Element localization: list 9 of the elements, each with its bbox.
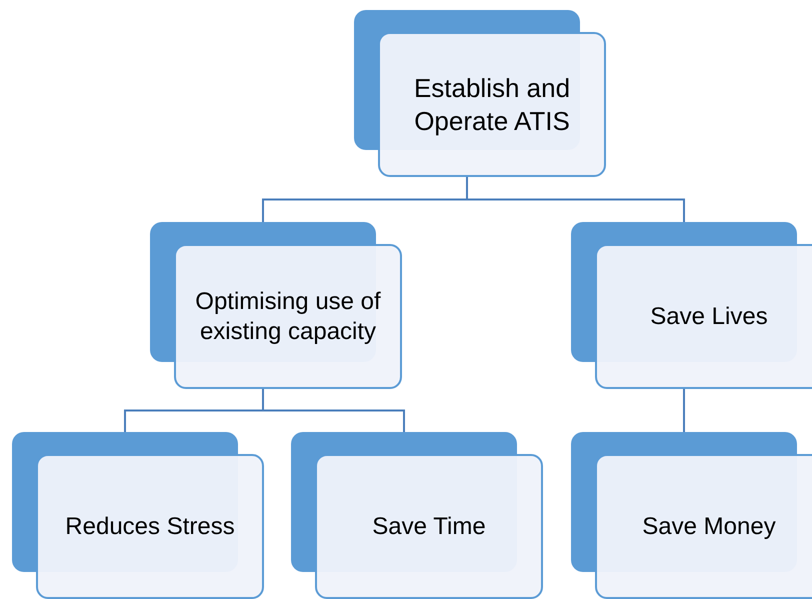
node-label: Save Lives (650, 302, 768, 332)
node-label: Establish and Operate ATIS (412, 72, 572, 137)
node-label: Save Time (372, 512, 486, 542)
connector-line (466, 177, 685, 222)
node-label: Reduces Stress (65, 512, 235, 542)
node-label: Optimising use of existing capacity (194, 286, 382, 346)
connector-line (262, 389, 405, 432)
connector-line (683, 389, 685, 432)
node-label: Save Money (642, 512, 776, 542)
